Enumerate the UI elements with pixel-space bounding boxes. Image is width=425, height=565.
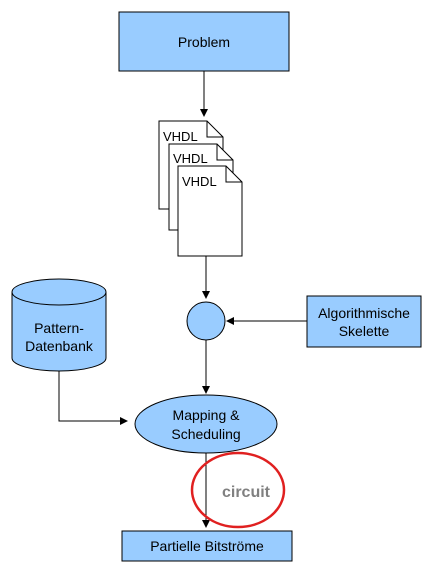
highlight-circle — [190, 451, 286, 529]
skeletons-label-1: Algorithmische — [318, 305, 410, 321]
problem-label: Problem — [178, 34, 230, 50]
circuit-label: circuit — [222, 484, 271, 501]
vhdl-label-3: VHDL — [182, 174, 217, 189]
bitstreams-node: Partielle Bitströme — [121, 530, 293, 562]
pattern-database-node: Pattern- Datenbank — [11, 278, 107, 372]
vhdl-documents: VHDL VHDL VHDL — [158, 120, 243, 257]
database-label-1: Pattern- — [34, 320, 84, 336]
arrow-database-to-mapping — [58, 371, 128, 425]
circuit-annotation: circuit — [190, 451, 286, 529]
vhdl-document-3: VHDL — [177, 165, 243, 257]
mapping-node: Mapping & Scheduling — [134, 394, 278, 454]
junction-node — [186, 301, 226, 341]
mapping-label-1: Mapping & — [173, 407, 241, 423]
skeletons-label-2: Skelette — [339, 323, 390, 339]
problem-node: Problem — [118, 11, 290, 72]
skeletons-node: Algorithmische Skelette — [306, 295, 422, 348]
vhdl-label-2: VHDL — [173, 151, 208, 166]
bitstreams-label: Partielle Bitströme — [150, 538, 264, 554]
vhdl-label-1: VHDL — [163, 129, 198, 144]
database-label-2: Datenbank — [25, 338, 94, 354]
mapping-label-2: Scheduling — [171, 426, 240, 442]
